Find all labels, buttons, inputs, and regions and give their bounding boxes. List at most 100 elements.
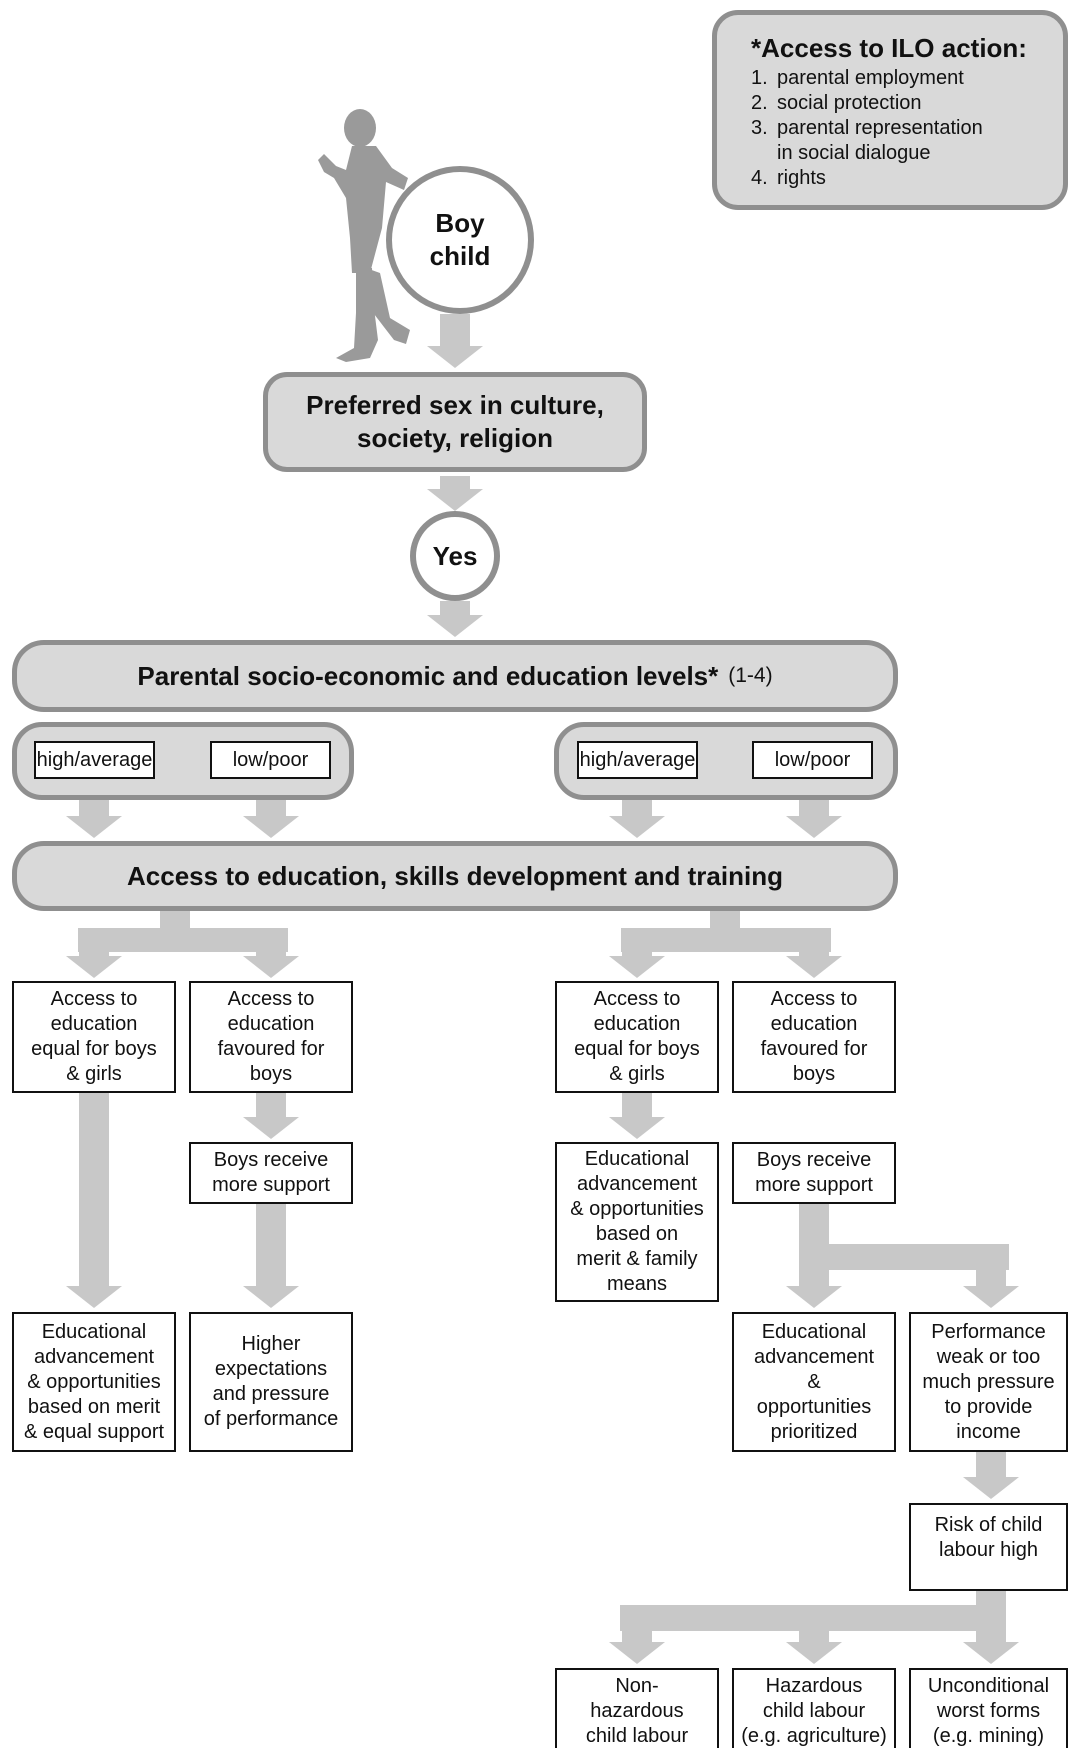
- right-high-average-box: high/average: [577, 741, 698, 779]
- arrow-head-icon: [963, 1286, 1019, 1308]
- right-merit-means-label: Educational advancement & opportunities …: [570, 1148, 704, 1295]
- parental-levels-label: Parental socio-economic and education le…: [137, 660, 719, 691]
- ilo-action-text: social protection: [777, 92, 922, 114]
- left-favoured-access-label: Access to education favoured for boys: [217, 988, 325, 1085]
- connector-segment: [799, 800, 829, 816]
- ilo-action-list: 1. parental employment 2. social protection…: [751, 66, 1053, 191]
- connector-segment: [440, 601, 470, 615]
- ilo-panel-title: *Access to ILO action:: [751, 33, 1027, 63]
- arrow-head-icon: [963, 1477, 1019, 1499]
- arrow-head-icon: [609, 1642, 665, 1664]
- connector-segment: [440, 476, 470, 489]
- ilo-action-panel: *Access to ILO action: 1. parental employ…: [712, 10, 1068, 210]
- connector-segment: [256, 940, 286, 956]
- connector-segment: [78, 928, 288, 952]
- ilo-action-item: 4. rights: [751, 166, 1053, 191]
- hazardous-box: Hazardous child labour (e.g. agriculture…: [732, 1668, 896, 1748]
- levels-right-group: [554, 722, 898, 800]
- connector-segment: [621, 928, 831, 952]
- ilo-action-number: 3.: [751, 117, 768, 139]
- arrow-head-icon: [243, 816, 299, 838]
- left-merit-equal-label: Educational advancement & opportunities …: [23, 1320, 165, 1443]
- left-favoured-access-box: Access to education favoured for boys: [189, 981, 353, 1093]
- connector-segment: [622, 1093, 652, 1117]
- left-low-poor-label: low/poor: [232, 748, 309, 771]
- ilo-action-text: parental representation in social dialog…: [777, 117, 983, 164]
- right-merit-means-box: Educational advancement & opportunities …: [555, 1142, 719, 1302]
- connector-segment: [256, 1093, 286, 1117]
- connector-segment: [622, 940, 652, 956]
- connector-segment: [79, 1093, 109, 1286]
- connector-segment: [799, 1258, 829, 1286]
- left-equal-access-label: Access to education equal for boys & gir…: [31, 988, 157, 1085]
- connector-segment: [976, 1258, 1006, 1286]
- right-low-poor-box: low/poor: [752, 741, 873, 779]
- access-education-label: Access to education, skills development …: [127, 860, 783, 891]
- connector-segment: [622, 800, 652, 816]
- right-equal-access-box: Access to education equal for boys & gir…: [555, 981, 719, 1093]
- arrow-head-icon: [427, 346, 483, 368]
- preferred-sex-label: Preferred sex in culture, society, relig…: [306, 390, 604, 453]
- right-performance-label: Performance weak or too much pressure to…: [922, 1320, 1055, 1443]
- arrow-head-icon: [786, 956, 842, 978]
- right-favoured-access-box: Access to education favoured for boys: [732, 981, 896, 1093]
- connector-segment: [256, 800, 286, 816]
- connector-segment: [622, 1620, 652, 1642]
- connector-segment: [799, 940, 829, 956]
- left-higher-expectations-label: Higher expectations and pressure of perf…: [203, 1333, 339, 1430]
- arrow-head-icon: [243, 956, 299, 978]
- ilo-action-number: 1.: [751, 67, 768, 89]
- arrow-head-icon: [66, 1286, 122, 1308]
- left-higher-expectations-box: Higher expectations and pressure of perf…: [189, 1312, 353, 1452]
- yes-circle: Yes: [410, 511, 500, 601]
- non-hazardous-box: Non- hazardous child labour: [555, 1668, 719, 1748]
- risk-child-labour-box: Risk of child labour high: [909, 1503, 1068, 1591]
- connector-segment: [976, 1452, 1006, 1477]
- arrow-head-icon: [786, 1642, 842, 1664]
- arrow-head-icon: [66, 816, 122, 838]
- arrow-head-icon: [243, 1117, 299, 1139]
- boy-child-label: Boy child: [429, 208, 491, 271]
- connector-segment: [799, 1620, 829, 1642]
- arrow-head-icon: [427, 489, 483, 511]
- access-education-bar: Access to education, skills development …: [12, 841, 898, 911]
- arrow-head-icon: [609, 816, 665, 838]
- risk-child-labour-label: Risk of child labour high: [934, 1514, 1043, 1561]
- arrow-head-icon: [963, 1642, 1019, 1664]
- right-boys-support-box: Boys receive more support: [732, 1142, 896, 1204]
- right-boys-support-label: Boys receive more support: [755, 1149, 873, 1196]
- ilo-action-number: 2.: [751, 92, 768, 114]
- connector-segment: [256, 1204, 286, 1286]
- right-favoured-access-label: Access to education favoured for boys: [760, 988, 868, 1085]
- preferred-sex-box: Preferred sex in culture, society, relig…: [263, 372, 647, 472]
- right-high-average-label: high/average: [579, 748, 696, 771]
- arrow-head-icon: [609, 956, 665, 978]
- ilo-action-text: rights: [777, 167, 826, 189]
- left-high-average-box: high/average: [34, 741, 155, 779]
- boy-child-circle: Boy child: [386, 166, 534, 314]
- ilo-action-number: 4.: [751, 167, 768, 189]
- ilo-action-text: parental employment: [777, 67, 964, 89]
- left-boys-support-box: Boys receive more support: [189, 1142, 353, 1204]
- arrow-head-icon: [243, 1286, 299, 1308]
- right-equal-access-label: Access to education equal for boys & gir…: [574, 988, 700, 1085]
- arrow-head-icon: [66, 956, 122, 978]
- connector-segment: [976, 1620, 1006, 1642]
- arrow-head-icon: [427, 615, 483, 637]
- parental-levels-suffix: (1-4): [728, 664, 773, 687]
- connector-segment: [799, 1204, 829, 1244]
- worst-forms-box: Unconditional worst forms (e.g. mining): [909, 1668, 1068, 1748]
- non-hazardous-label: Non- hazardous child labour: [585, 1675, 689, 1747]
- right-performance-box: Performance weak or too much pressure to…: [909, 1312, 1068, 1452]
- connector-segment: [79, 800, 109, 816]
- ilo-action-item: 3. parental representation in social dial…: [751, 116, 1053, 166]
- ilo-action-item: 1. parental employment: [751, 66, 1053, 91]
- arrow-head-icon: [786, 816, 842, 838]
- left-high-average-label: high/average: [36, 748, 153, 771]
- connector-segment: [799, 1244, 1009, 1270]
- connector-segment: [79, 940, 109, 956]
- arrow-head-icon: [786, 1286, 842, 1308]
- left-merit-equal-box: Educational advancement & opportunities …: [12, 1312, 176, 1452]
